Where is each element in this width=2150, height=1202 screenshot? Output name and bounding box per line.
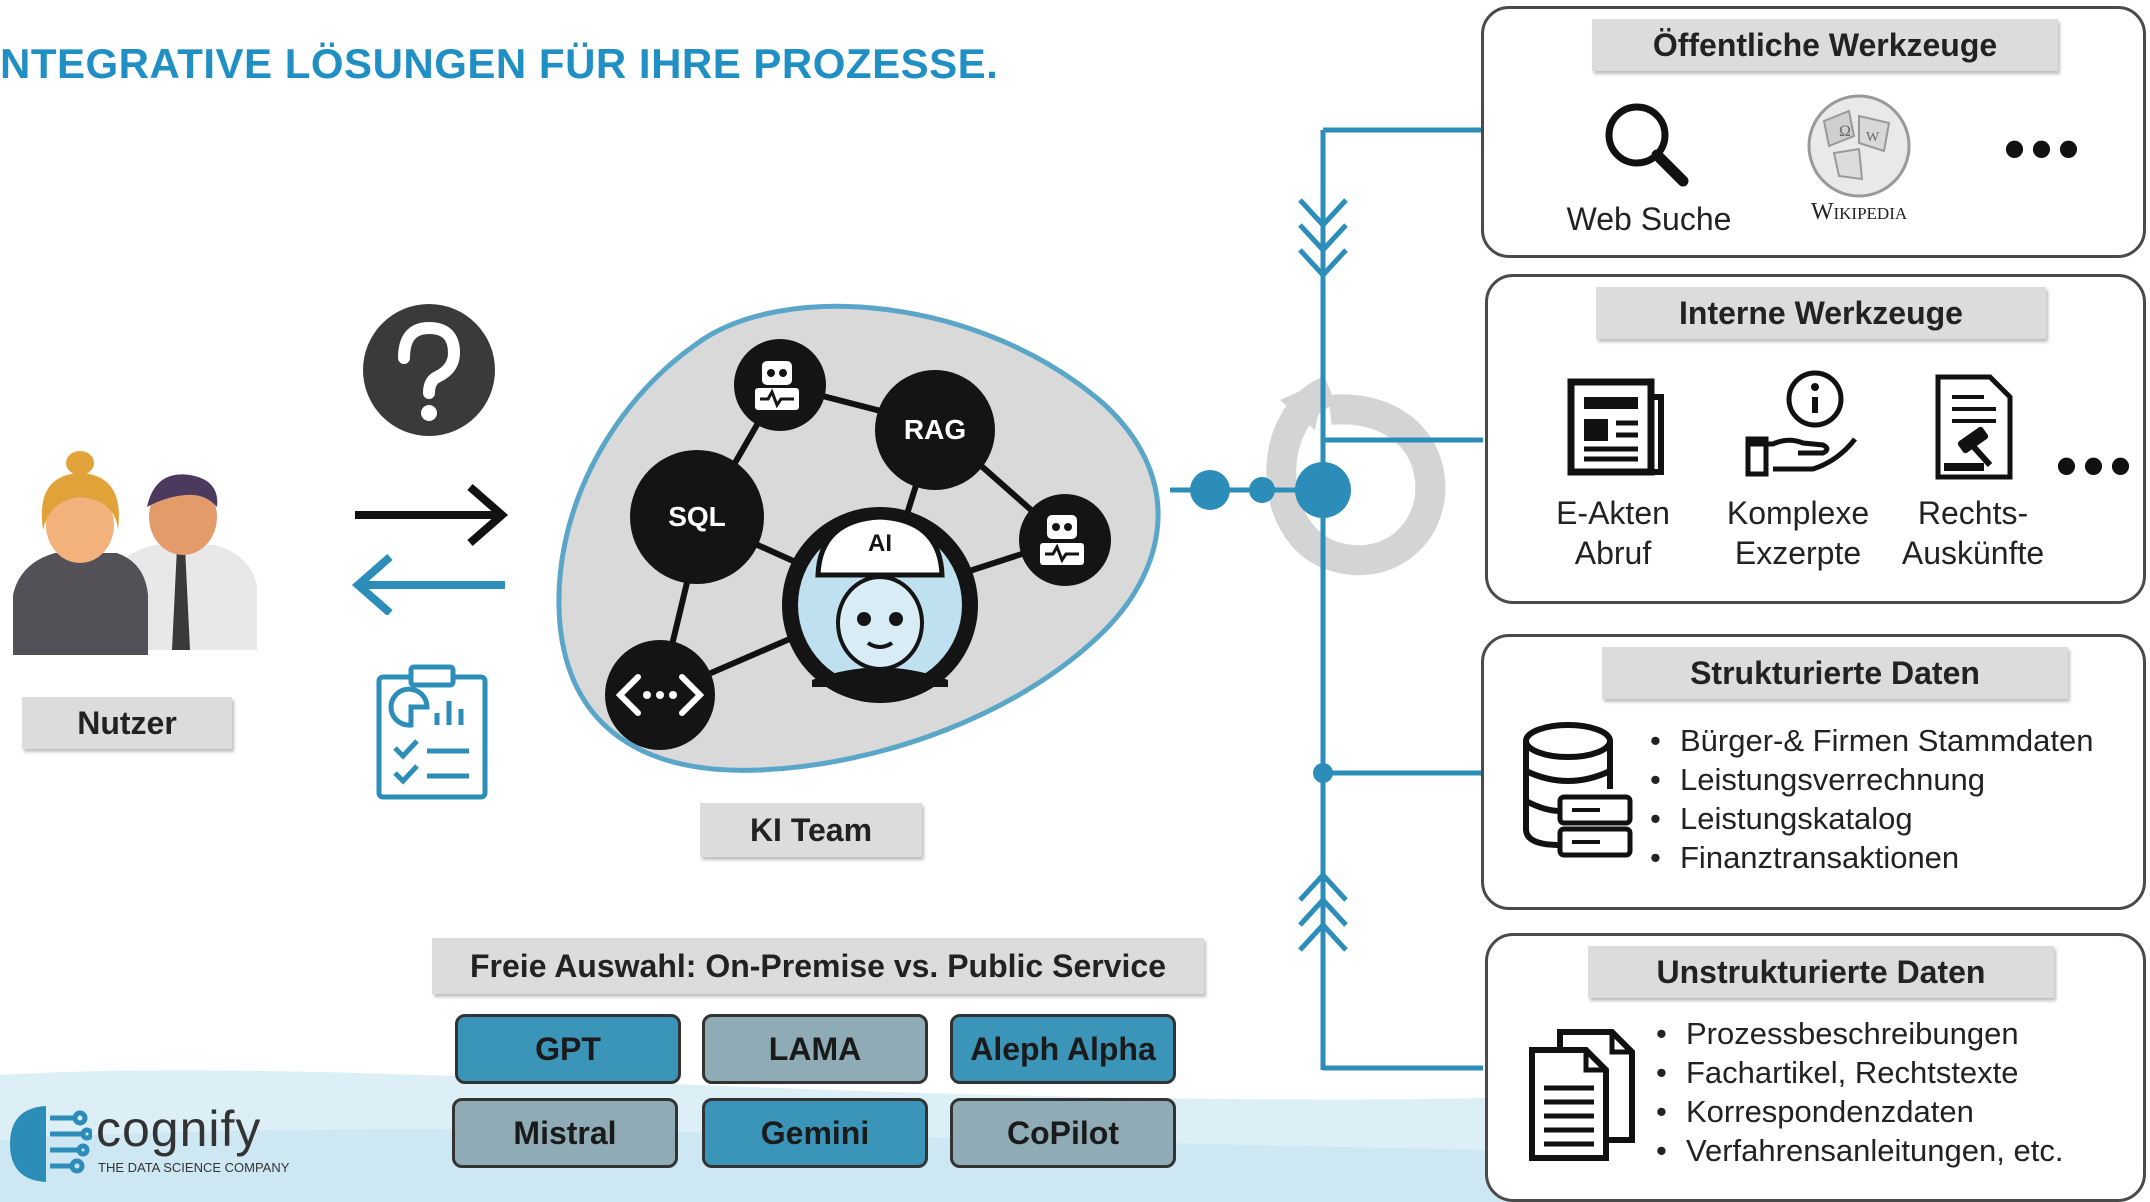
model-button-mistral[interactable]: Mistral — [452, 1098, 678, 1168]
model-choice-heading: Freie Auswahl: On-Premise vs. Public Ser… — [432, 938, 1204, 994]
more-tools-icon[interactable]: ••• — [2004, 115, 2086, 182]
user-label: Nutzer — [22, 697, 232, 749]
web-search-label: Web Suche — [1566, 201, 1732, 237]
model-button-copilot[interactable]: CoPilot — [950, 1098, 1176, 1168]
panel-internal-tools: Interne Werkzeuge E-Akten Abruf Komplexe… — [1485, 274, 2146, 604]
brand-name: cognify — [96, 1101, 262, 1157]
robot-node-2 — [1019, 494, 1111, 586]
panel-internal-tools-title: Interne Werkzeuge — [1596, 287, 2046, 339]
model-button-gemini[interactable]: Gemini — [702, 1098, 928, 1168]
database-icon[interactable] — [1520, 719, 1635, 869]
legal-label-2: Auskünfte — [1901, 535, 2045, 571]
rag-node: RAG — [875, 370, 995, 490]
excerpts-label-1: Komplexe — [1726, 495, 1870, 531]
documents-icon[interactable] — [1526, 1028, 1641, 1163]
list-item: Finanztransaktionen — [1644, 838, 2093, 877]
structured-data-list: Bürger-& Firmen Stammdaten Leistungsverr… — [1644, 721, 2093, 877]
ki-team-network — [556, 303, 1161, 773]
panel-structured-data-title: Strukturierte Daten — [1602, 647, 2068, 699]
ki-team-label: KI Team — [700, 803, 922, 857]
model-button-gpt[interactable]: GPT — [455, 1014, 681, 1084]
excerpts-label-2: Exzerpte — [1734, 535, 1862, 571]
legal-label-1: Rechts- — [1917, 495, 2029, 531]
sql-node: SQL — [630, 450, 764, 584]
eakten-label-2: Abruf — [1574, 535, 1652, 571]
more-internal-tools-icon[interactable]: ••• — [2056, 432, 2138, 499]
users-icon — [13, 451, 257, 655]
list-item: Leistungsverrechnung — [1644, 760, 2093, 799]
list-item: Leistungskatalog — [1644, 799, 2093, 838]
panel-unstructured-data: Unstrukturierte Daten Prozessbeschreibun… — [1485, 933, 2146, 1202]
list-item: Fachartikel, Rechtstexte — [1650, 1053, 2063, 1092]
page-title: NTEGRATIVE LÖSUNGEN FÜR IHRE PROZESSE. — [0, 40, 999, 87]
panel-public-tools: Öffentliche Werkzeuge Web Suche Ω W Wiki… — [1481, 6, 2146, 258]
list-item: Prozessbeschreibungen — [1650, 1014, 2063, 1053]
request-response-arrows — [351, 483, 509, 615]
connector-lines — [1170, 127, 1483, 1071]
legal-document-icon[interactable] — [1928, 373, 2018, 481]
newspaper-icon[interactable] — [1566, 377, 1666, 477]
svg-text:W: W — [1866, 130, 1880, 145]
code-icon — [615, 674, 705, 716]
wikipedia-globe-icon[interactable]: Ω W — [1804, 91, 1914, 201]
info-hand-icon[interactable] — [1743, 369, 1858, 479]
brand-tagline: THE DATA SCIENCE COMPANY — [98, 1160, 290, 1175]
panel-unstructured-data-title: Unstrukturierte Daten — [1588, 946, 2054, 998]
model-button-lama[interactable]: LAMA — [702, 1014, 928, 1084]
unstructured-data-list: Prozessbeschreibungen Fachartikel, Recht… — [1650, 1014, 2063, 1170]
list-item: Verfahrensanleitungen, etc. — [1650, 1131, 2063, 1170]
report-icon — [376, 664, 488, 800]
eakten-label-1: E-Akten — [1556, 495, 1670, 531]
list-item: Korrespondenzdaten — [1650, 1092, 2063, 1131]
svg-text:Ω: Ω — [1839, 123, 1851, 140]
robot-icon — [755, 361, 799, 410]
model-button-aleph-alpha[interactable]: Aleph Alpha — [950, 1014, 1176, 1084]
search-icon[interactable] — [1601, 99, 1691, 189]
question-icon — [363, 304, 495, 436]
ai-cap-label: AI — [868, 530, 892, 557]
panel-structured-data: Strukturierte Daten Bürger-& Firmen Stam… — [1481, 634, 2146, 910]
arrow-left-icon — [351, 553, 505, 615]
arrow-right-icon — [355, 483, 509, 547]
list-item: Bürger-& Firmen Stammdaten — [1644, 721, 2093, 760]
wikipedia-label: Wikipedia — [1810, 199, 1908, 225]
cognify-logo-icon — [10, 1106, 92, 1182]
panel-public-tools-title: Öffentliche Werkzeuge — [1592, 19, 2058, 71]
